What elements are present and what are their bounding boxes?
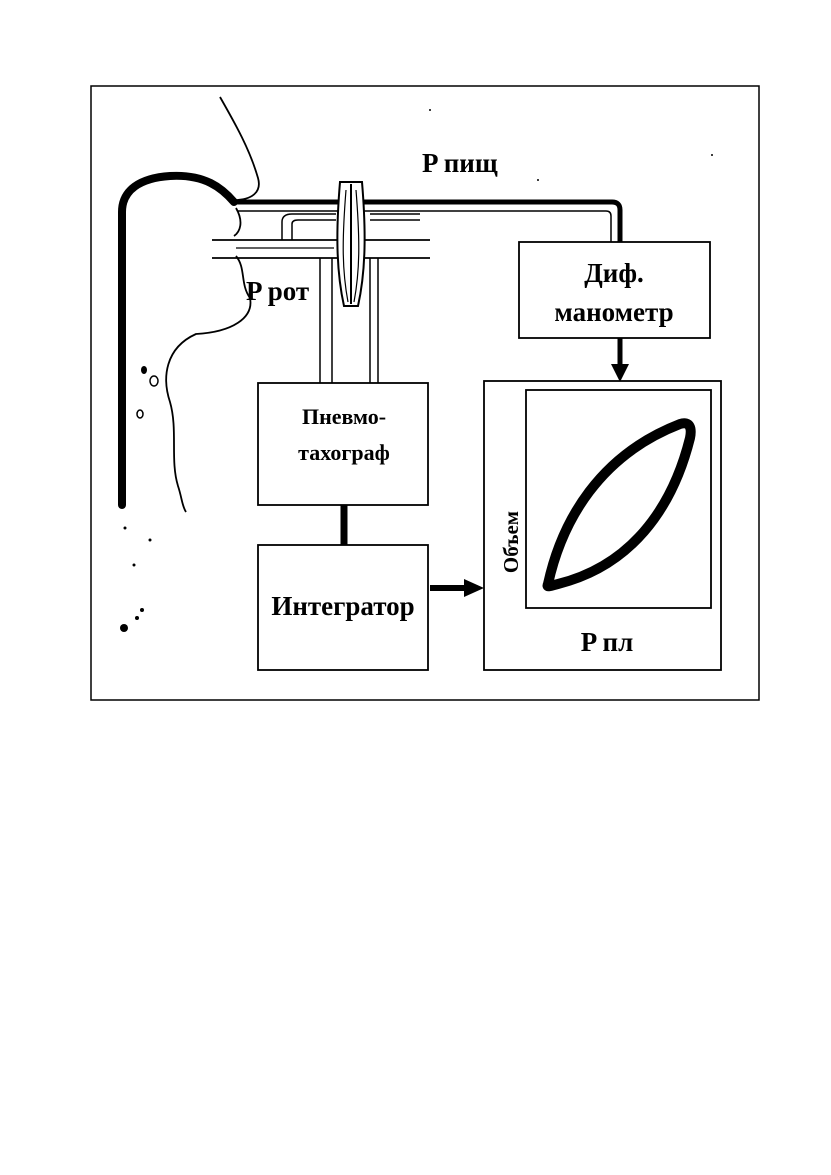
- pneumotach-screen-core-right: [353, 189, 360, 303]
- face-profile-outline: [165, 96, 260, 513]
- integrator-to-recorder-arrowhead: [464, 579, 484, 597]
- esophageal-pressure-line-inner: [238, 210, 612, 242]
- pneumotach-label-line1: Пневмо-: [302, 404, 386, 429]
- diagram-frame: [90, 85, 760, 701]
- scan-noise-specks: [120, 109, 713, 632]
- diff-manometer-box: [518, 241, 711, 339]
- pneumotach-screen-core-left: [342, 189, 349, 303]
- p-esophageal-label: P пищ: [422, 148, 498, 178]
- pressure-volume-loop: [542, 418, 696, 592]
- pneumotach-label-line2: тахограф: [298, 440, 390, 465]
- p-pleural-axis-label: P пл: [581, 627, 633, 657]
- diff-manometer-label-line2: манометр: [554, 297, 673, 327]
- mouth-pressure-branch-right: [370, 213, 420, 221]
- manometer-to-recorder-arrowhead: [611, 364, 629, 382]
- volume-axis-label: Объем: [499, 511, 523, 573]
- integrator-box: [257, 544, 429, 671]
- esophageal-pressure-line: [234, 199, 623, 242]
- integrator-label: Интегратор: [271, 591, 414, 621]
- mouth-pressure-branch: [281, 213, 336, 240]
- diff-manometer-label-line1: Диф.: [584, 258, 644, 288]
- esophageal-catheter: [118, 171, 238, 509]
- p-mouth-label: P рот: [246, 276, 309, 306]
